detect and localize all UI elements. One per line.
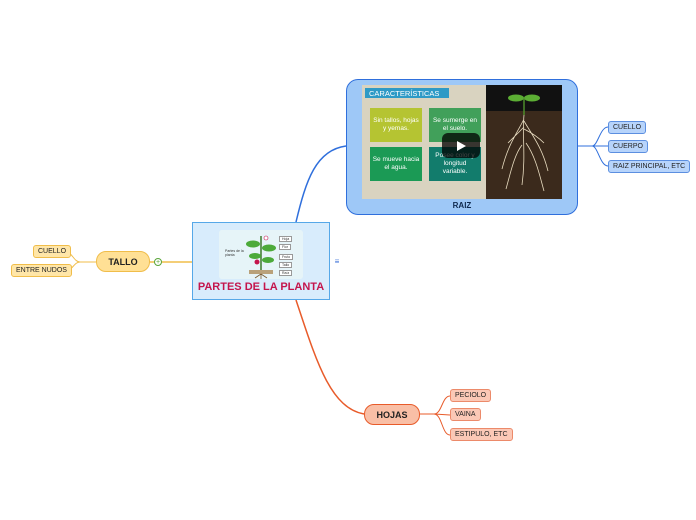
image-caption: Partes de la planta — [225, 248, 244, 257]
video-card-1: Sin tallos, hojas y yemas. — [370, 108, 422, 142]
expand-icon[interactable]: + — [154, 258, 162, 266]
hojas-child-peciolo[interactable]: PECIOLO — [450, 389, 492, 402]
image-label-raiz: Raíz — [279, 269, 293, 276]
video-card-3: Se mueve hacia el agua. — [370, 147, 422, 181]
raiz-child-cuerpo[interactable]: CUERPO — [608, 140, 648, 153]
central-topic[interactable]: Partes de la planta Hoja Flor Fruto Tall… — [192, 222, 330, 300]
tallo-child-entre-nudos[interactable]: ENTRE NUDOS — [11, 264, 72, 277]
tallo-child-cuello[interactable]: CUELLO — [33, 245, 72, 258]
note-icon[interactable]: ≡ — [334, 256, 340, 266]
raiz-child-raiz-principal[interactable]: RAIZ PRINCIPAL, ETC — [608, 160, 691, 173]
plant-parts-image: Partes de la planta Hoja Flor Fruto Tall… — [219, 229, 303, 279]
hojas-child-estipulo[interactable]: ESTIPULO, ETC — [450, 428, 513, 441]
raiz-child-cuello[interactable]: CUELLO — [608, 121, 647, 134]
raiz-label: RAIZ — [452, 201, 472, 210]
central-title: PARTES DE LA PLANTA — [197, 280, 325, 293]
raiz-video[interactable]: CARACTERÍSTICAS Sin tallos, hojas y yema… — [362, 85, 562, 199]
branch-raiz[interactable]: CARACTERÍSTICAS Sin tallos, hojas y yema… — [346, 79, 578, 215]
image-label-flor: Flor — [279, 243, 292, 250]
play-icon[interactable] — [442, 133, 480, 158]
image-label-tallo: Tallo — [279, 261, 293, 268]
video-header: CARACTERÍSTICAS — [365, 88, 449, 98]
roots-photo — [486, 85, 562, 199]
image-label-fruto: Fruto — [279, 253, 294, 260]
branch-hojas[interactable]: HOJAS — [364, 404, 420, 425]
hojas-child-vaina[interactable]: VAINA — [450, 408, 481, 421]
image-label-hoja: Hoja — [279, 235, 293, 242]
branch-tallo[interactable]: TALLO — [96, 251, 150, 272]
video-slide: CARACTERÍSTICAS Sin tallos, hojas y yema… — [362, 85, 486, 199]
